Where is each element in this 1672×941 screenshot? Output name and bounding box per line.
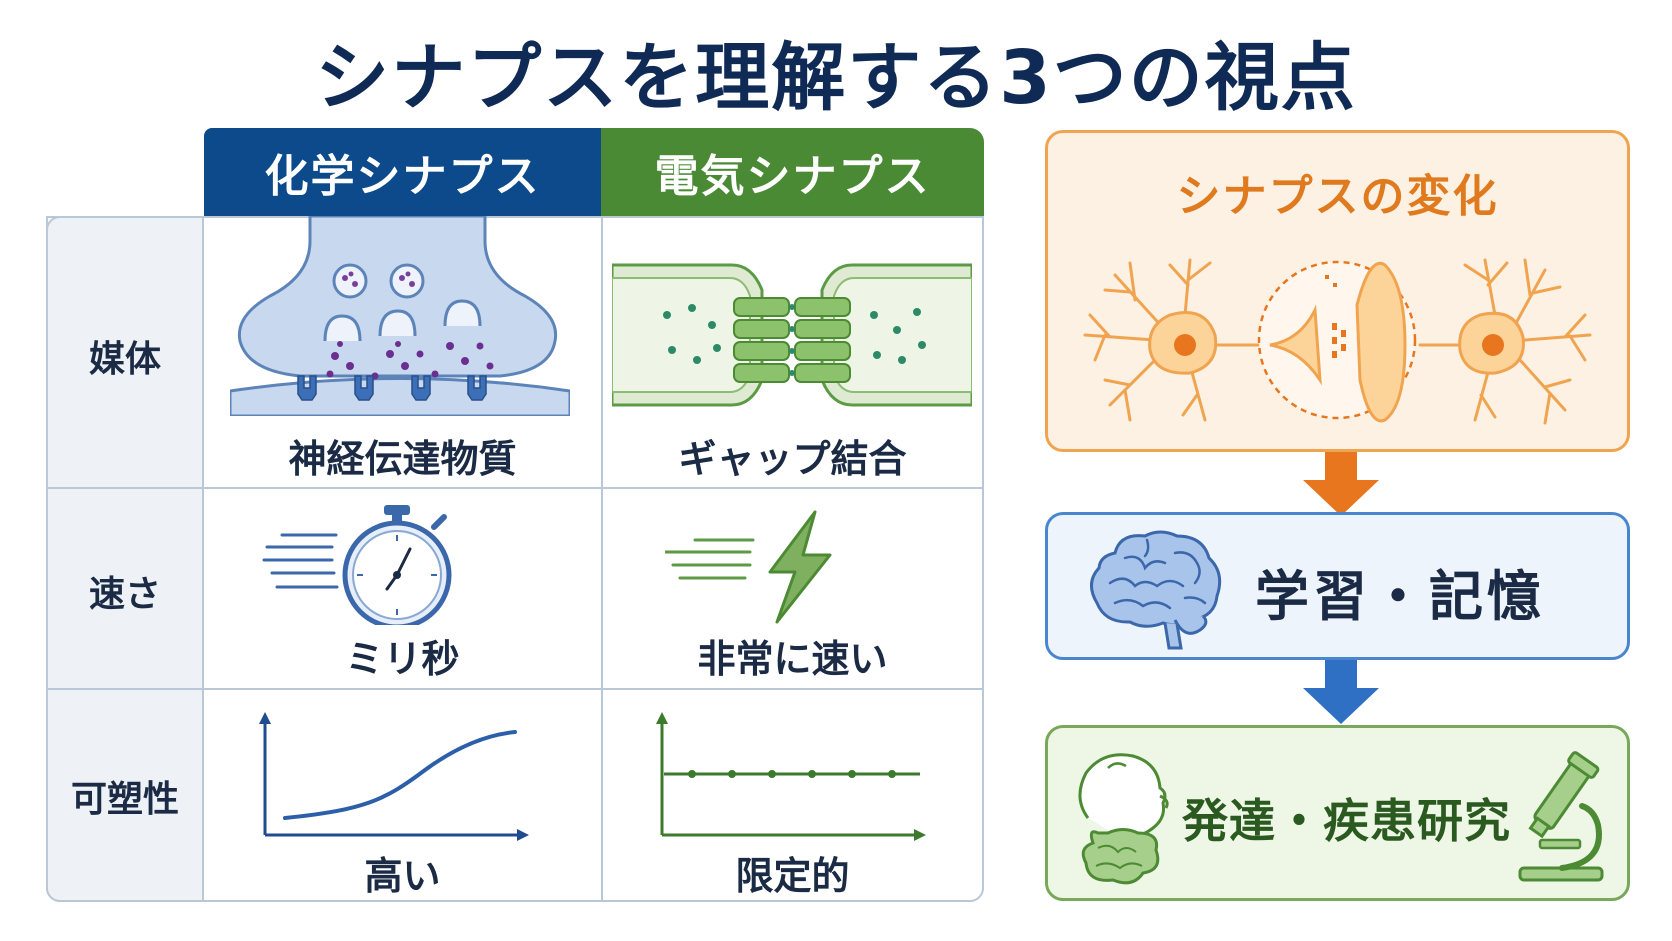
gap-junction-icon (612, 263, 972, 407)
lightning-icon (665, 510, 832, 624)
chemical-medium-text: 神経伝達物質 (288, 437, 517, 481)
neuron-pair-icon (1083, 258, 1592, 425)
column-divider (601, 216, 603, 902)
microscope-icon (1518, 751, 1604, 882)
baby-head-icon (1078, 753, 1169, 885)
flat-graph-icon (656, 712, 926, 841)
synapse-vesicle-icon (230, 216, 570, 416)
row-label-speed: 速さ (88, 574, 161, 615)
learning-memory-text: 学習・記憶 (1255, 565, 1545, 628)
row-divider (46, 688, 984, 690)
row-divider (46, 487, 984, 489)
row-label-column (46, 216, 204, 902)
chemical-plasticity-text: 高い (364, 854, 441, 898)
header-chemical-synapse: 化学シナプス (204, 128, 601, 216)
chemical-speed-text: ミリ秒 (345, 637, 460, 681)
electrical-plasticity-text: 限定的 (735, 854, 850, 898)
arrow-down-icon (1303, 452, 1379, 516)
row-label-medium: 媒体 (88, 339, 161, 380)
electrical-speed-text: 非常に速い (697, 637, 888, 681)
row-label-plasticity: 可塑性 (70, 779, 179, 820)
stopwatch-icon (262, 505, 452, 625)
brain-icon (1090, 530, 1222, 650)
sigmoid-graph-icon (259, 712, 529, 841)
page-title: シナプスを理解する3つの視点 (315, 35, 1357, 121)
header-electrical-synapse: 電気シナプス (601, 128, 984, 216)
synapse-change-title: シナプスの変化 (1176, 171, 1499, 222)
arrow-down-icon (1303, 660, 1379, 724)
development-research-text: 発達・疾患研究 (1182, 794, 1511, 848)
electrical-medium-text: ギャップ結合 (678, 437, 907, 481)
